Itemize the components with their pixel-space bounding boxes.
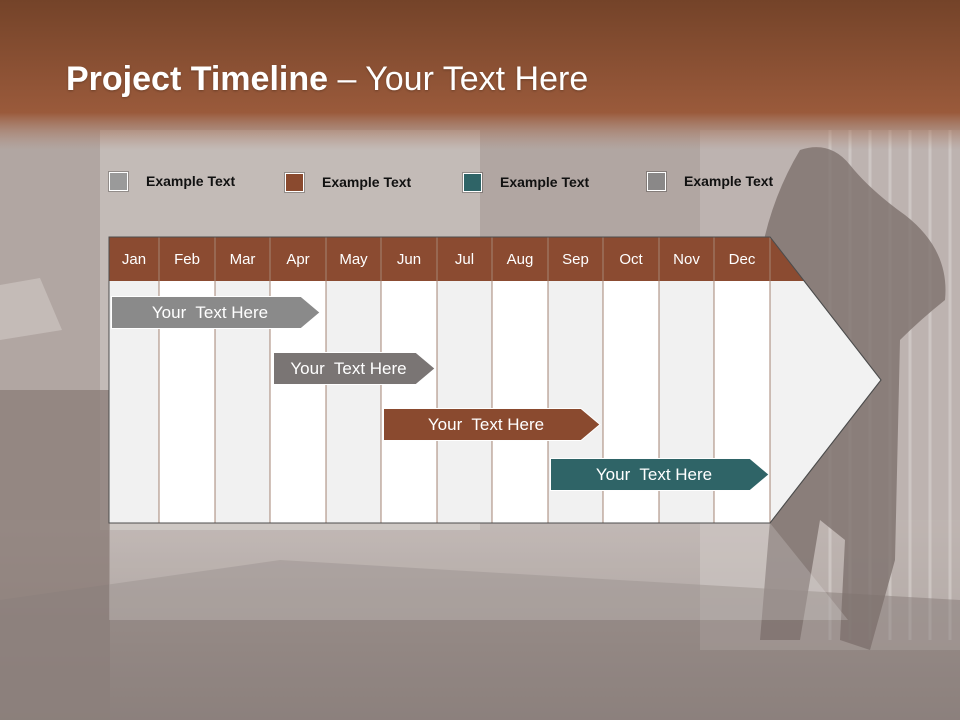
month-mar: Mar xyxy=(229,250,256,268)
task-label-3: Your Text Here xyxy=(427,414,545,434)
legend-swatch xyxy=(647,171,666,191)
month-feb: Feb xyxy=(174,250,200,268)
legend-swatch xyxy=(463,172,482,192)
title-light: – Your Text Here xyxy=(328,60,589,98)
legend-label: Example Text xyxy=(322,174,412,190)
month-nov: Nov xyxy=(673,250,700,268)
legend-label: Example Text xyxy=(684,173,774,189)
title-bold: Project Timeline xyxy=(66,60,329,98)
legend-label: Example Text xyxy=(500,174,590,190)
legend-item-2: Example Text xyxy=(285,171,411,193)
month-jan: Jan xyxy=(121,250,147,268)
task-label-2: Your Text Here xyxy=(290,358,407,378)
task-arrow-1[interactable]: Your Text Here xyxy=(111,296,321,329)
month-may: May xyxy=(339,250,368,268)
month-oct: Oct xyxy=(619,250,643,268)
legend-swatch xyxy=(109,171,128,191)
month-dec: Dec xyxy=(728,250,756,268)
task-label-4: Your Text Here xyxy=(595,464,713,484)
legend-item-1: Example Text xyxy=(109,170,235,192)
legend-item-4: Example Text xyxy=(647,170,773,192)
legend-item-3: Example Text xyxy=(463,171,589,193)
month-jul: Jul xyxy=(454,250,475,268)
task-arrow-2[interactable]: Your Text Here xyxy=(273,352,436,385)
month-sep: Sep xyxy=(562,250,589,268)
month-aug: Aug xyxy=(506,250,534,268)
task-arrow-3[interactable]: Your Text Here xyxy=(383,408,601,441)
month-jun: Jun xyxy=(396,250,422,268)
task-label-1: Your Text Here xyxy=(151,302,269,322)
task-arrow-4[interactable]: Your Text Here xyxy=(550,458,770,491)
legend-label: Example Text xyxy=(146,173,236,189)
legend-swatch xyxy=(285,172,304,192)
slide-title: Project Timeline – Your Text Here xyxy=(66,60,588,99)
month-apr: Apr xyxy=(286,250,310,268)
